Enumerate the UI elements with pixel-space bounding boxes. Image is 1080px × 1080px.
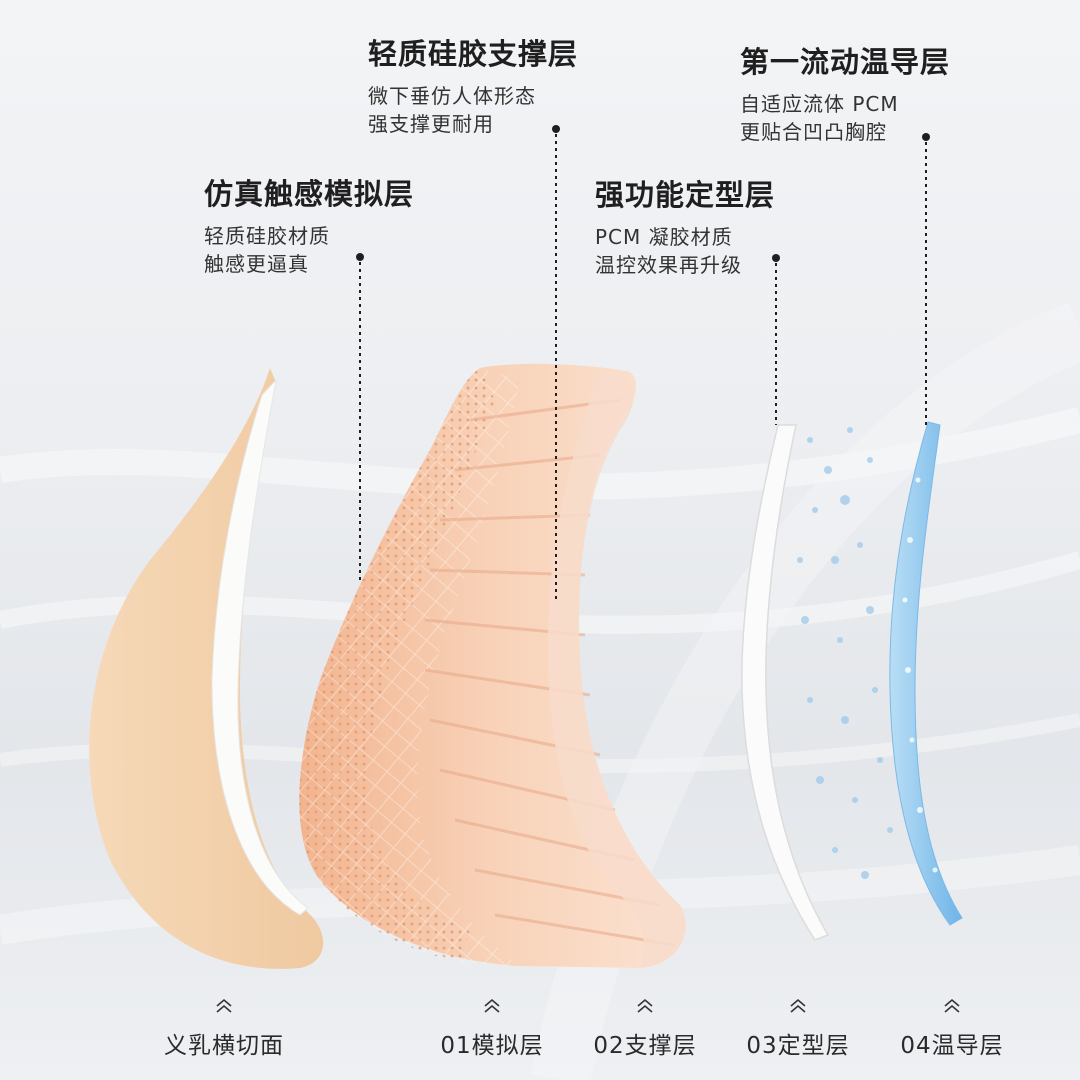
callout-description: 轻质硅胶材质 触感更逼真 [204,222,414,278]
label-thermal-layer: 04温导层 [862,998,1042,1060]
callout-line: PCM 凝胶材质 [595,225,733,249]
callout-title: 第一流动温导层 [740,45,951,79]
label-text: 义乳横切面 [164,1033,284,1059]
label-support-layer: 02支撑层 [555,998,735,1060]
label-text: 01模拟层 [440,1033,544,1059]
shaping-layer [741,424,893,941]
callout-line: 强支撑更耐用 [368,112,494,136]
callout-line: 更贴合凹凸胸腔 [740,120,887,144]
callout-description: 自适应流体 PCM 更贴合凹凸胸腔 [740,90,950,146]
label-text: 02支撑层 [593,1033,697,1059]
callout-title: 强功能定型层 [595,178,776,212]
double-chevron-up-icon [637,998,653,1013]
simulation-support-layer [299,363,686,968]
leader-lines [356,125,930,600]
double-chevron-up-icon [944,998,960,1013]
callout-title: 仿真触感模拟层 [204,177,415,211]
callout-line: 温控效果再升级 [595,253,742,277]
double-chevron-up-icon [484,998,500,1013]
callout-description: 微下垂仿人体形态 强支撑更耐用 [368,82,578,138]
callout-description: PCM 凝胶材质 温控效果再升级 [595,223,775,279]
callout-line: 自适应流体 PCM [740,92,899,116]
double-chevron-up-icon [790,998,806,1013]
label-simulation-layer: 01模拟层 [402,998,582,1060]
callout-title: 轻质硅胶支撑层 [368,37,579,71]
callout-thermal-layer: 第一流动温导层 自适应流体 PCM 更贴合凹凸胸腔 [740,44,950,146]
callout-line: 微下垂仿人体形态 [368,84,536,108]
thermal-layer [889,421,963,926]
label-text: 04温导层 [900,1033,1004,1059]
label-cross-section: 义乳横切面 [134,998,314,1060]
label-shaping-layer: 03定型层 [708,998,888,1060]
callout-shaping-layer: 强功能定型层 PCM 凝胶材质 温控效果再升级 [595,177,775,279]
callout-line: 轻质硅胶材质 [204,224,330,248]
callout-line: 触感更逼真 [204,252,309,276]
callout-support-layer: 轻质硅胶支撑层 微下垂仿人体形态 强支撑更耐用 [368,36,578,138]
double-chevron-up-icon [216,998,232,1013]
cross-section-shape [89,368,324,969]
callout-simulation-layer: 仿真触感模拟层 轻质硅胶材质 触感更逼真 [204,176,414,278]
label-text: 03定型层 [746,1033,850,1059]
